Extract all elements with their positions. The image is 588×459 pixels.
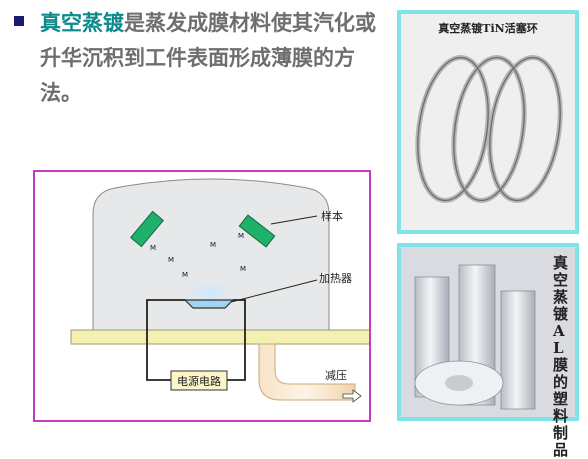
particle: M [240, 265, 246, 273]
photo-film-rolls: 真空蒸镀AL膜的塑料制品 [397, 243, 579, 459]
particle: M [210, 241, 216, 249]
definition-text: 真空蒸镀是蒸发成膜材料使其汽化或升华沉积到工件表面形成薄膜的方法。 [40, 6, 380, 111]
particle: M [238, 232, 244, 240]
power-label: 电源电路 [177, 374, 221, 388]
power-box [170, 370, 228, 391]
film-caption: 真空蒸镀AL膜的塑料制品 [553, 254, 569, 459]
photo-piston-rings: 真空蒸镀TiN活塞环 [397, 10, 579, 234]
evaporation-diagram: 电源电路 M M M M M M 样本 加热器 减压 [33, 170, 372, 422]
rings-image [415, 55, 563, 203]
heater-leader [230, 279, 318, 303]
bell-jar [92, 178, 330, 333]
base-plate [70, 329, 372, 345]
definition-body: 是蒸发成膜材料使其汽化或升华沉积到工件表面形成薄膜的方法。 [40, 11, 376, 105]
particle: M [182, 271, 188, 279]
heater-label: 加热器 [319, 272, 352, 285]
vacuum-pipe [258, 343, 356, 401]
definition-term: 真空蒸镀 [40, 11, 124, 35]
particle: M [150, 244, 156, 252]
evaporated-particles: M M M M M M [149, 232, 247, 279]
particle: M [168, 256, 174, 264]
sample-label: 样本 [321, 209, 343, 223]
sample-right [238, 214, 276, 248]
sample-left [130, 210, 164, 248]
sample-leader [270, 215, 318, 225]
film-roll-3 [500, 290, 536, 410]
rings-caption: 真空蒸镀TiN活塞环 [438, 22, 538, 35]
pump-arrow [342, 389, 362, 403]
circuit-wire-left [146, 299, 185, 381]
diagram-canvas: 电源电路 M M M M M M 样本 加热器 减压 [70, 178, 372, 403]
film-image [414, 264, 536, 410]
bullet-marker [14, 16, 24, 26]
heater-glow [188, 280, 232, 304]
pump-label: 减压 [325, 369, 347, 382]
heater-boat [183, 299, 235, 309]
